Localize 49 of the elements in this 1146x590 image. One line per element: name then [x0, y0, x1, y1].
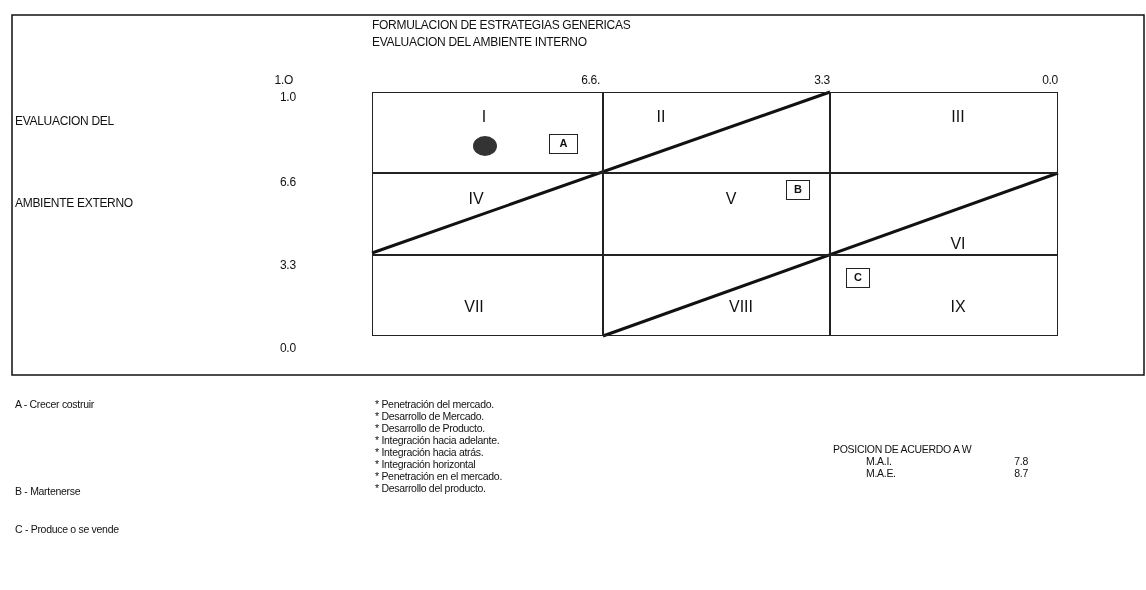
strategy-item: * Desarrollo de Mercado. — [375, 410, 484, 422]
axis-tick-label: 3.3 — [280, 258, 296, 272]
strategy-item: * Penetración en el mercado. — [375, 470, 502, 482]
axis-tick-label: 3.3 — [814, 73, 830, 87]
legend-text: B - Martenerse — [15, 485, 81, 497]
matrix-cell — [603, 255, 830, 336]
matrix-cell — [830, 255, 1058, 336]
axis-tick-label: 1.0 — [280, 90, 296, 104]
position-marker: C — [846, 268, 870, 288]
position-marker: B — [786, 180, 810, 200]
subtitle: EVALUACION DEL AMBIENTE INTERNO — [372, 35, 587, 49]
axis-title: AMBIENTE EXTERNO — [15, 196, 133, 210]
roman-numeral: II — [656, 108, 666, 126]
legend-text: C - Produce o se vende — [15, 523, 119, 535]
matrix-cell — [372, 173, 603, 255]
strategy-item: * Desarrollo del producto. — [375, 482, 486, 494]
legend-text: A - Crecer costruir — [15, 398, 94, 410]
axis-tick-label: 1.O — [274, 73, 293, 87]
position-heading: POSICION DE ACUERDO A W — [833, 443, 972, 455]
position-marker: A — [549, 134, 578, 154]
roman-numeral: VI — [950, 235, 966, 253]
matrix-cell — [372, 255, 603, 336]
matrix-cell — [372, 92, 603, 173]
roman-numeral: V — [725, 190, 737, 208]
roman-numeral: IX — [950, 298, 966, 316]
strategy-item: * Integración hacia atrás. — [375, 446, 484, 458]
position-row-label: M.A.E. — [866, 467, 896, 479]
strategy-item: * Integración hacia adelante. — [375, 434, 500, 446]
matrix-cell — [830, 173, 1058, 255]
position-row-label: M.A.I. — [866, 455, 892, 467]
strategy-item: * Integración horizontal — [375, 458, 476, 470]
axis-tick-label: 6.6. — [581, 73, 600, 87]
roman-numeral: I — [481, 108, 487, 126]
strategy-item: * Desarrollo de Producto. — [375, 422, 485, 434]
position-value: 7.8 — [1014, 455, 1028, 467]
position-value: 8.7 — [1014, 467, 1028, 479]
diagram-title: FORMULACION DE ESTRATEGIAS GENERICAS — [372, 18, 631, 32]
strategy-item: * Penetración del mercado. — [375, 398, 494, 410]
axis-title: EVALUACION DEL — [15, 114, 114, 128]
axis-tick-label: 0.0 — [1042, 73, 1058, 87]
roman-numeral: III — [951, 108, 965, 126]
roman-numeral: VII — [464, 298, 484, 316]
matrix-cell — [603, 173, 830, 255]
matrix-cell — [830, 92, 1058, 173]
axis-tick-label: 0.0 — [280, 341, 296, 355]
axis-tick-label: 6.6 — [280, 175, 296, 189]
roman-numeral: IV — [468, 190, 484, 208]
roman-numeral: VIII — [729, 298, 753, 316]
matrix-cell — [603, 92, 830, 173]
